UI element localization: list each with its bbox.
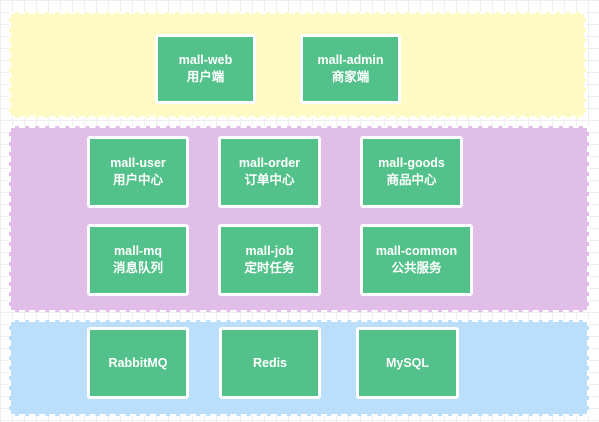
node-mall-admin[interactable]: mall-admin 商家端 — [300, 34, 401, 104]
node-subtitle: 商品中心 — [386, 173, 437, 187]
node-subtitle: 用户中心 — [112, 173, 163, 187]
node-subtitle: 商家端 — [331, 70, 370, 84]
node-rabbitmq[interactable]: RabbitMQ — [87, 327, 189, 399]
node-mall-order[interactable]: mall-order 订单中心 — [218, 136, 321, 208]
node-title: mall-mq — [114, 244, 162, 258]
node-subtitle: 消息队列 — [112, 261, 163, 275]
node-subtitle: 定时任务 — [244, 261, 295, 275]
node-title: mall-user — [110, 156, 166, 170]
node-mysql[interactable]: MySQL — [356, 327, 459, 399]
node-mall-common[interactable]: mall-common 公共服务 — [360, 224, 473, 296]
node-title: mall-order — [238, 156, 301, 170]
node-mall-goods[interactable]: mall-goods 商品中心 — [360, 136, 463, 208]
node-title: Redis — [252, 355, 288, 370]
node-title: mall-admin — [317, 53, 384, 67]
node-subtitle: 用户端 — [186, 70, 225, 84]
node-mall-web[interactable]: mall-web 用户端 — [155, 34, 256, 104]
node-mall-mq[interactable]: mall-mq 消息队列 — [87, 224, 189, 296]
node-mall-job[interactable]: mall-job 定时任务 — [218, 224, 321, 296]
node-title: mall-web — [178, 53, 233, 67]
node-title: RabbitMQ — [108, 355, 168, 370]
frontend-layer — [9, 12, 586, 118]
node-mall-user[interactable]: mall-user 用户中心 — [87, 136, 189, 208]
node-redis[interactable]: Redis — [219, 327, 321, 399]
node-subtitle: 公共服务 — [391, 261, 442, 275]
node-subtitle: 订单中心 — [244, 173, 295, 187]
node-title: mall-goods — [378, 156, 445, 170]
node-title: MySQL — [385, 355, 430, 370]
node-title: mall-job — [245, 244, 294, 258]
node-title: mall-common — [375, 244, 458, 258]
